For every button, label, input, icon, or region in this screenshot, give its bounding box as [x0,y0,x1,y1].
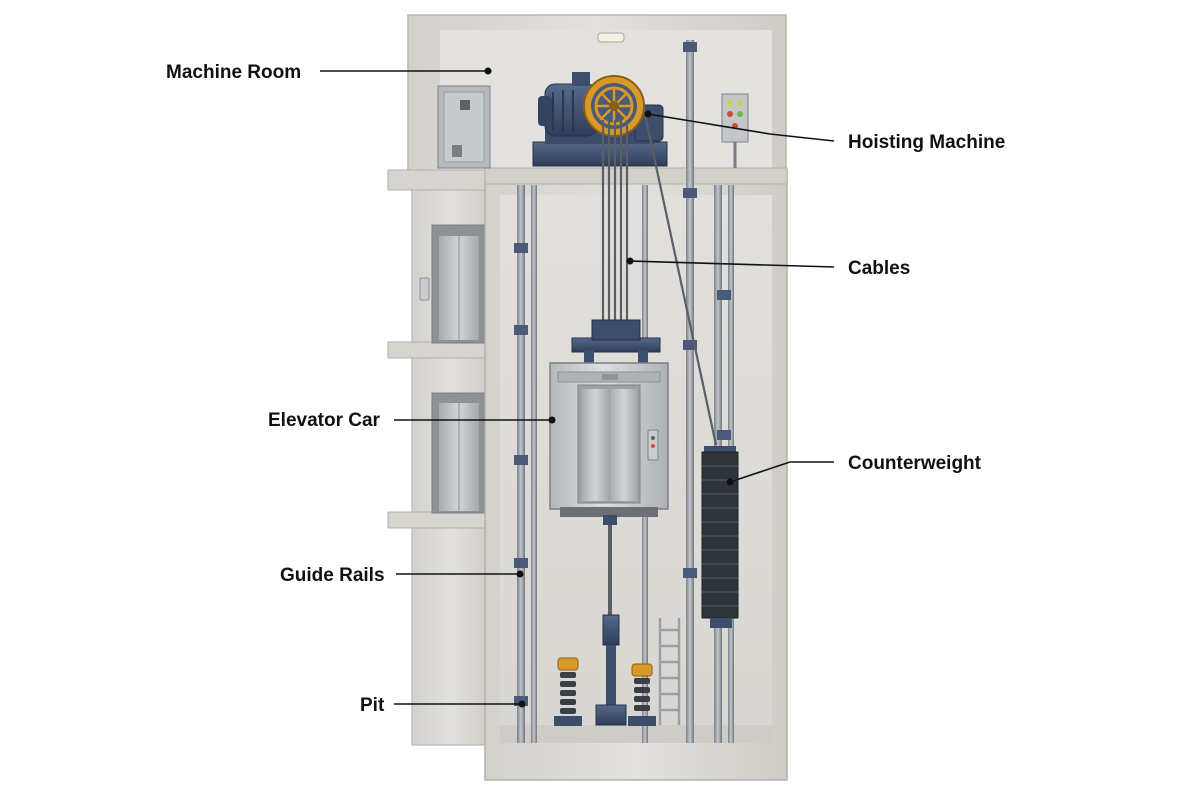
label-hoisting-machine: Hoisting Machine [848,132,1005,153]
floor-slab [388,170,498,190]
landing-door-lower [432,393,484,513]
label-cables: Cables [848,258,910,279]
label-pit: Pit [360,695,385,716]
control-cabinet-icon [438,86,490,168]
counterweight-assembly [702,446,738,628]
guide-rail [531,185,537,743]
guide-rail [686,40,694,743]
floor-slab [388,512,492,528]
call-button-icon [420,278,429,300]
label-counterweight: Counterweight [848,453,982,474]
label-elevator-car: Elevator Car [268,410,381,431]
ceiling-lamp-icon [598,33,624,42]
label-guide-rails: Guide Rails [280,565,385,586]
machine-room-floor [485,168,787,184]
floor-slab [388,342,492,358]
label-machine-room: Machine Room [166,62,301,83]
